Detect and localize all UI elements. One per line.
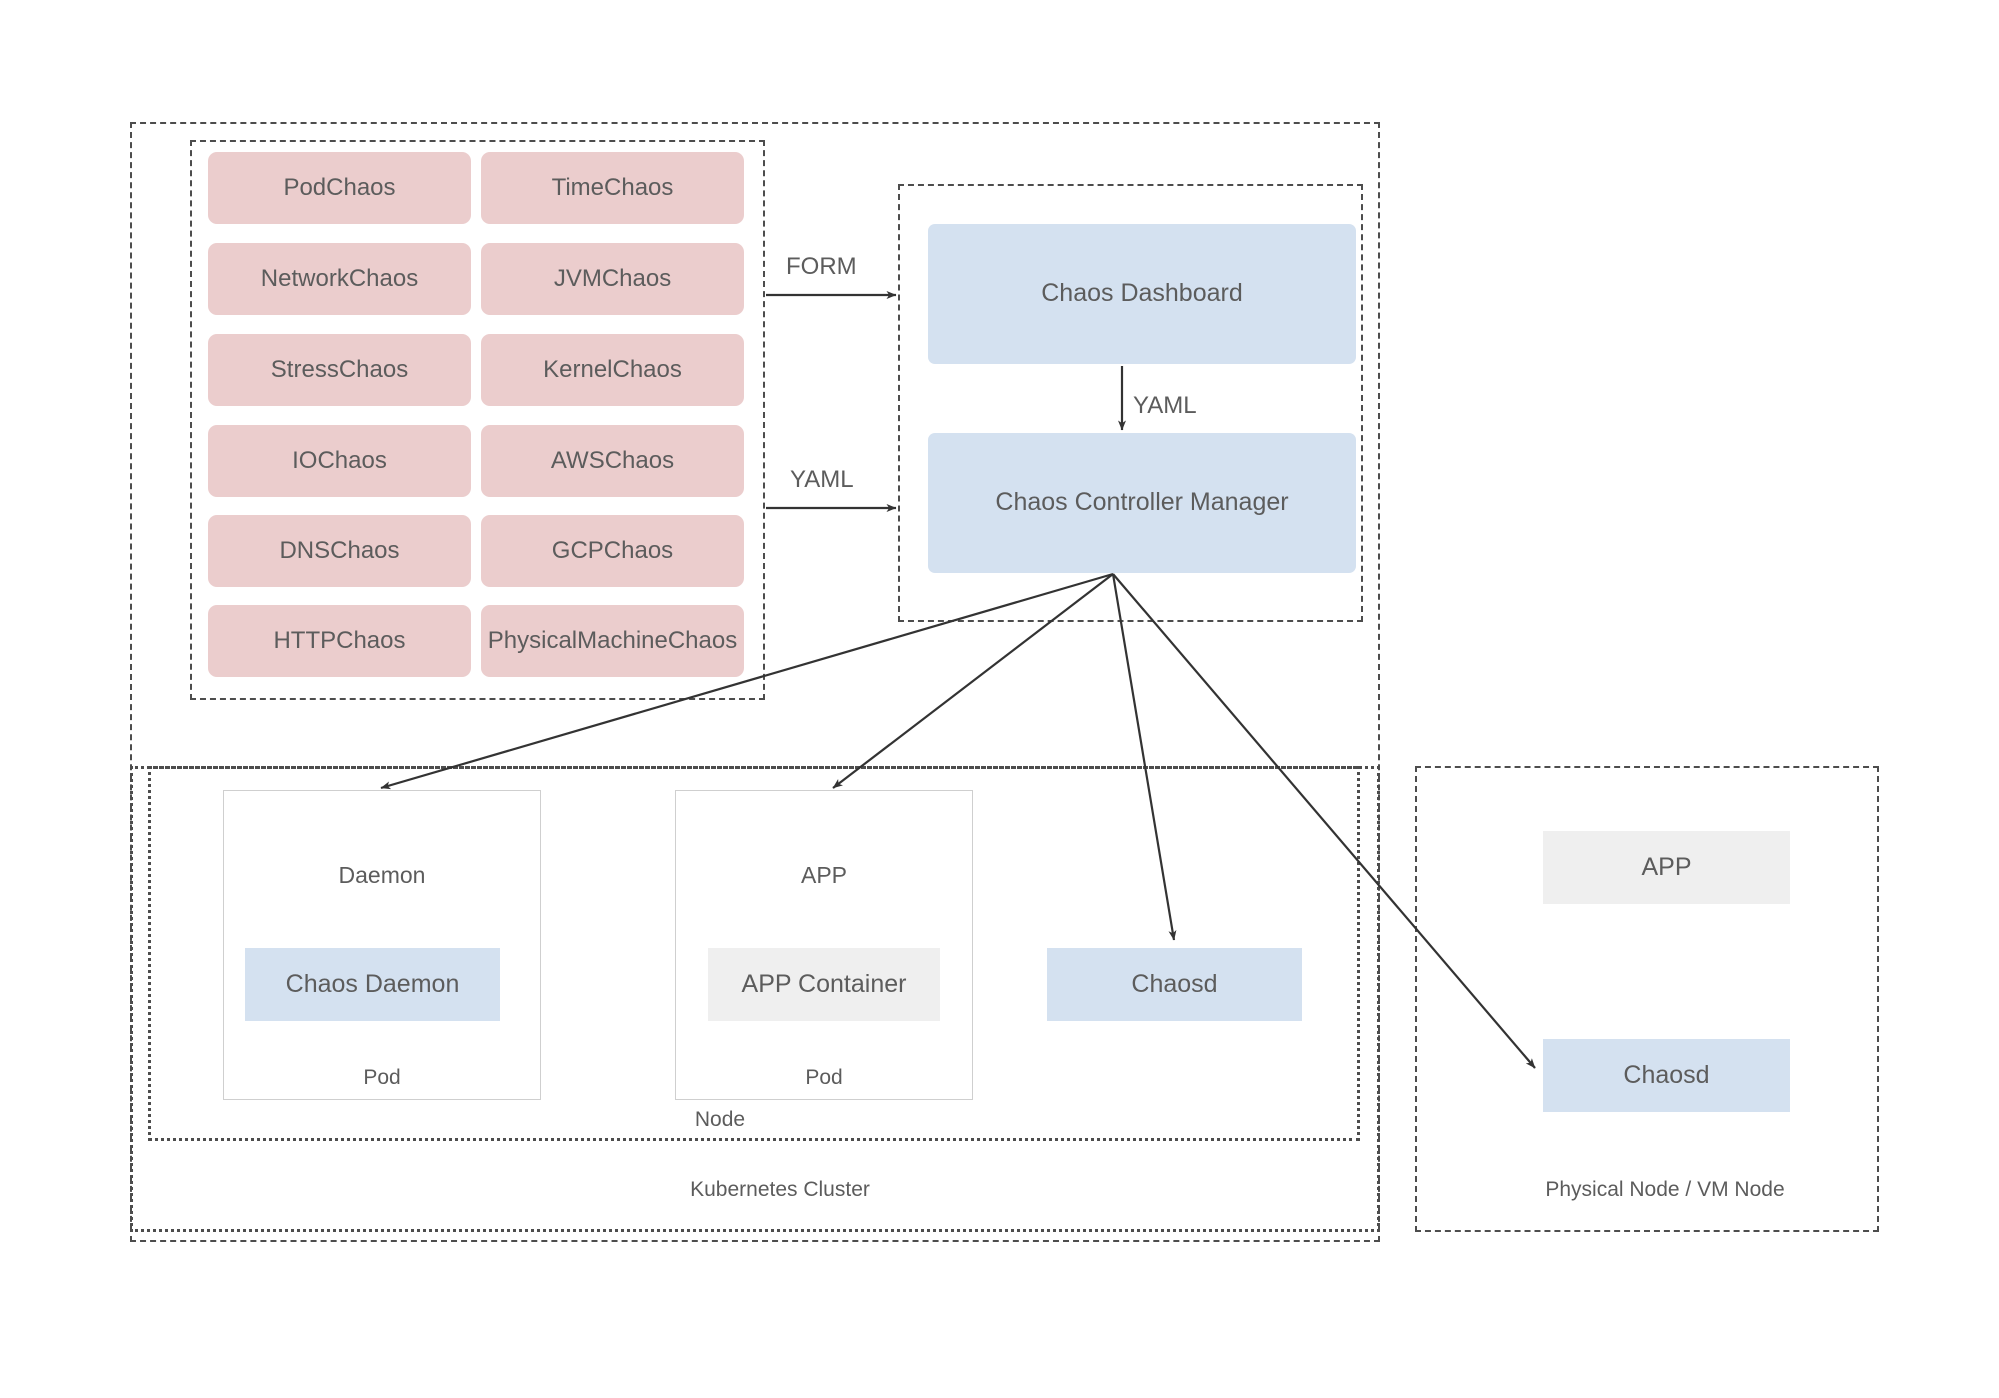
chaos-type-label: NetworkChaos	[260, 265, 419, 292]
physical-node-app-label: APP	[1641, 852, 1692, 881]
physical-node-chaosd-box[interactable]: Chaosd	[1543, 1039, 1790, 1112]
chaos-controller-manager-label: Chaos Controller Manager	[995, 488, 1289, 517]
chaos-type-box[interactable]: TimeChaos	[481, 152, 744, 224]
chaos-type-label: GCPChaos	[551, 537, 674, 564]
chaos-type-label: JVMChaos	[553, 265, 672, 292]
chaos-type-label: StressChaos	[270, 356, 409, 383]
chaos-type-box[interactable]: PhysicalMachineChaos	[481, 605, 744, 677]
chaos-daemon-box[interactable]: Chaos Daemon	[245, 948, 500, 1021]
chaos-type-label: HTTPChaos	[273, 627, 406, 654]
chaos-type-box[interactable]: GCPChaos	[481, 515, 744, 587]
chaos-type-box[interactable]: StressChaos	[208, 334, 471, 406]
chaos-type-label: IOChaos	[292, 447, 387, 474]
kubernetes-node-caption: Node	[694, 1108, 746, 1131]
physical-node-chaosd-label: Chaosd	[1623, 1060, 1710, 1089]
edge-label-form: FORM	[786, 253, 857, 280]
chaos-type-label: PhysicalMachineChaos	[487, 627, 738, 654]
chaosd-node-box[interactable]: Chaosd	[1047, 948, 1302, 1021]
chaos-type-label: TimeChaos	[551, 174, 674, 201]
app-pod-box	[675, 790, 973, 1100]
app-container-box[interactable]: APP Container	[708, 948, 940, 1021]
chaos-controller-manager-box[interactable]: Chaos Controller Manager	[928, 433, 1356, 573]
chaos-type-label: DNSChaos	[279, 537, 400, 564]
chaos-daemon-label: Chaos Daemon	[285, 969, 460, 998]
chaos-dashboard-box[interactable]: Chaos Dashboard	[928, 224, 1356, 364]
physical-node-caption: Physical Node / VM Node	[1545, 1178, 1785, 1201]
app-pod-caption: Pod	[805, 1066, 843, 1089]
physical-node-app-box[interactable]: APP	[1543, 831, 1790, 904]
app-container-label: APP Container	[741, 969, 907, 998]
chaos-type-label: KernelChaos	[543, 356, 682, 383]
kubernetes-cluster-caption: Kubernetes Cluster	[690, 1178, 870, 1201]
chaos-type-box[interactable]: HTTPChaos	[208, 605, 471, 677]
chaos-dashboard-label: Chaos Dashboard	[1041, 279, 1243, 308]
chaos-type-box[interactable]: PodChaos	[208, 152, 471, 224]
edge-label-yaml-internal: YAML	[1133, 392, 1197, 419]
chaosd-node-label: Chaosd	[1131, 969, 1218, 998]
app-pod-title: APP	[800, 862, 848, 888]
chaos-type-box[interactable]: IOChaos	[208, 425, 471, 497]
chaos-type-box[interactable]: KernelChaos	[481, 334, 744, 406]
chaos-type-label: AWSChaos	[550, 447, 675, 474]
daemon-pod-title: Daemon	[338, 862, 426, 888]
chaos-type-box[interactable]: AWSChaos	[481, 425, 744, 497]
chaos-type-label: PodChaos	[283, 174, 396, 201]
chaos-type-box[interactable]: DNSChaos	[208, 515, 471, 587]
daemon-pod-caption: Pod	[363, 1066, 401, 1089]
chaos-type-box[interactable]: JVMChaos	[481, 243, 744, 315]
daemon-pod-box	[223, 790, 541, 1100]
chaos-type-box[interactable]: NetworkChaos	[208, 243, 471, 315]
edge-label-yaml-input: YAML	[790, 466, 854, 493]
